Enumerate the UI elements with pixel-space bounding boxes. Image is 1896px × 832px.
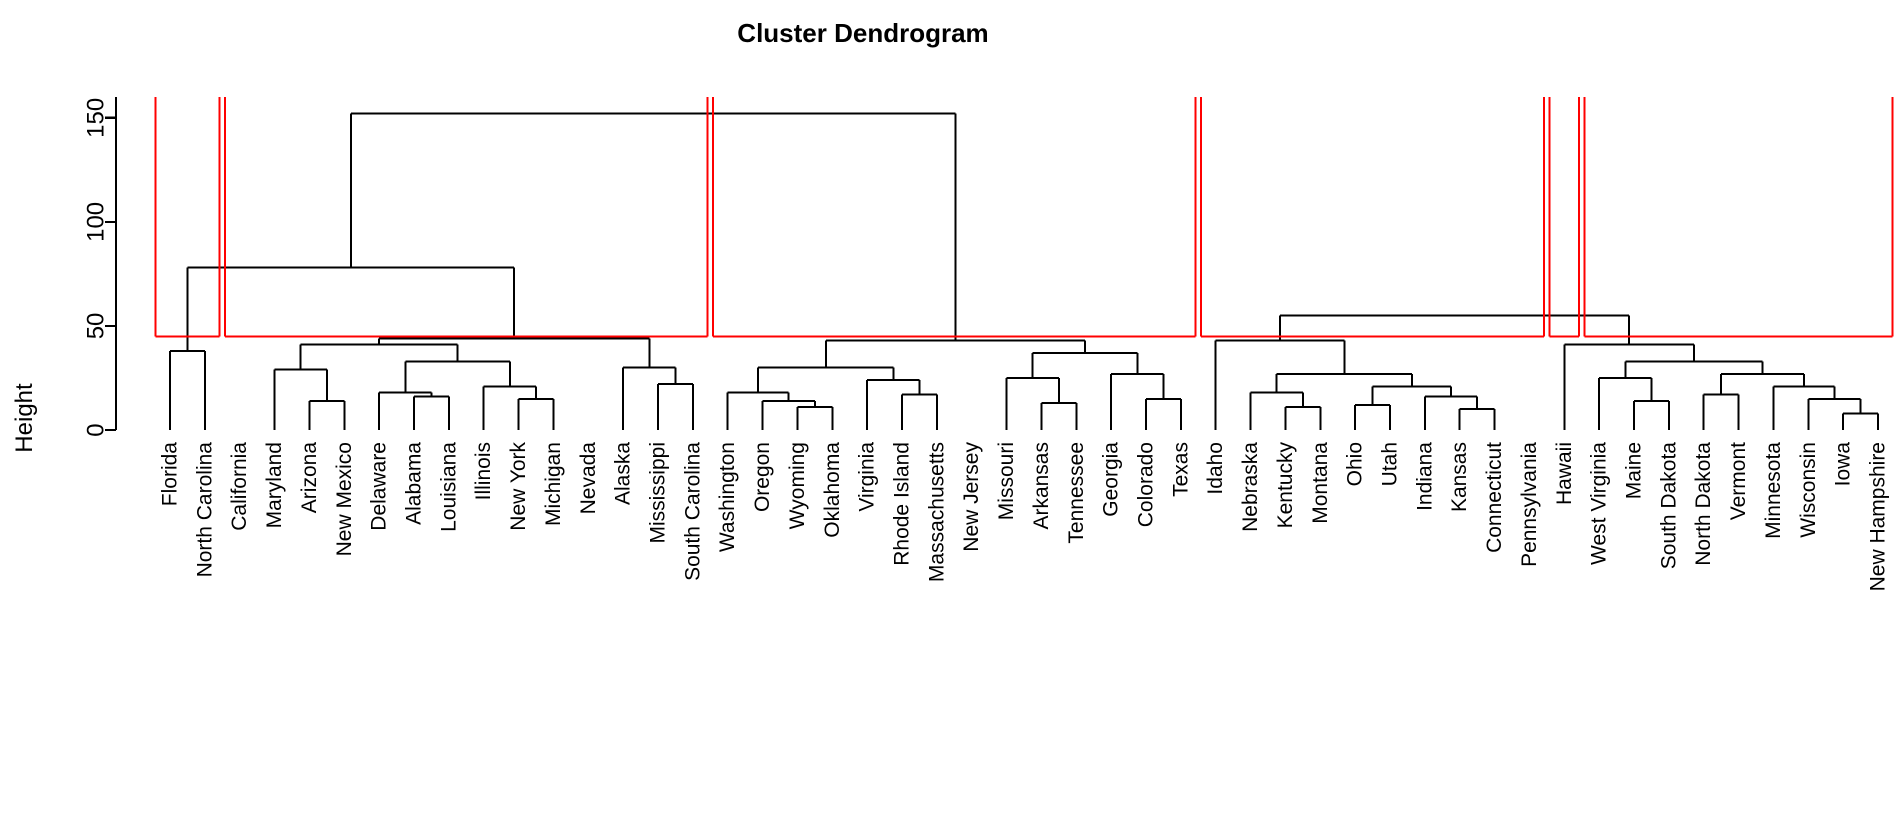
leaf-label: Florida [159, 442, 182, 507]
leaf-label: Louisiana [437, 442, 460, 532]
leaf-label: Alaska [612, 442, 635, 505]
y-axis-label: Height [11, 383, 38, 453]
leaf-label: Michigan [542, 442, 565, 526]
leaf-label: Colorado [1135, 442, 1158, 527]
cluster-rect [1200, 97, 1546, 338]
cluster-rect [1548, 97, 1580, 338]
leaf-labels: Florida North Carolina California Maryland A… [159, 442, 1890, 592]
leaf-label: Kentucky [1274, 442, 1297, 529]
leaf-label: Indiana [1413, 442, 1436, 511]
leaf-label: Wisconsin [1797, 442, 1820, 538]
cluster-rect [1583, 97, 1894, 338]
leaf-label: New York [507, 442, 530, 531]
leaf-label: Arkansas [1030, 442, 1053, 530]
leaf-label: Utah [1379, 442, 1402, 486]
cluster-rectangles [154, 97, 1894, 338]
leaf-label: California [228, 442, 251, 531]
leaf-label: Virginia [856, 442, 879, 512]
leaf-label: Texas [1169, 442, 1192, 497]
leaf-label: Nebraska [1239, 442, 1262, 532]
leaf-label: Illinois [472, 442, 495, 500]
leaf-label: Mississippi [647, 442, 670, 544]
leaf-label: Tennessee [1065, 442, 1088, 544]
leaf-label: New Jersey [960, 442, 983, 552]
cluster-rect [154, 97, 221, 338]
leaf-label: Oklahoma [821, 442, 844, 538]
leaf-label: New Hampshire [1867, 442, 1890, 591]
leaf-label: Vermont [1727, 442, 1750, 520]
dendrogram-branches [169, 112, 1879, 430]
chart-title: Cluster Dendrogram [737, 18, 988, 48]
leaf-label: Missouri [995, 442, 1018, 520]
leaf-label: Hawaii [1553, 442, 1576, 505]
y-axis-tick-label: 50 [83, 313, 110, 340]
leaf-label: Rhode Island [891, 442, 914, 566]
leaf-label: Connecticut [1483, 442, 1506, 553]
leaf-label: Maine [1623, 442, 1646, 499]
leaf-label: Iowa [1832, 442, 1855, 487]
leaf-label: North Dakota [1692, 442, 1715, 566]
leaf-label: Wyoming [786, 442, 809, 529]
leaf-label: Georgia [1100, 442, 1123, 517]
leaf-label: Maryland [263, 442, 286, 528]
y-axis-tick-label: 0 [83, 423, 110, 436]
leaf-label: Delaware [368, 442, 391, 531]
cluster-rect [712, 97, 1197, 338]
leaf-label: Kansas [1448, 442, 1471, 512]
leaf-label: Massachusetts [925, 442, 948, 582]
leaf-label: West Virginia [1588, 442, 1611, 565]
leaf-label: Montana [1309, 442, 1332, 524]
leaf-label: South Carolina [681, 442, 704, 581]
leaf-label: Minnesota [1762, 442, 1785, 539]
leaf-label: Idaho [1204, 442, 1227, 495]
cluster-rect [224, 97, 709, 338]
leaf-label: Arizona [298, 442, 321, 514]
leaf-label: Pennsylvania [1518, 442, 1541, 567]
y-axis-tick-label: 100 [83, 202, 110, 242]
leaf-label: Nevada [577, 442, 600, 515]
y-axis-tick-label: 150 [83, 98, 110, 138]
leaf-label: South Dakota [1657, 442, 1680, 570]
leaf-label: New Mexico [333, 442, 356, 556]
leaf-label: Ohio [1344, 442, 1367, 486]
leaf-label: Washington [716, 442, 739, 552]
leaf-label: Oregon [751, 442, 774, 512]
leaf-label: Alabama [403, 442, 426, 525]
leaf-label: North Carolina [193, 442, 216, 578]
